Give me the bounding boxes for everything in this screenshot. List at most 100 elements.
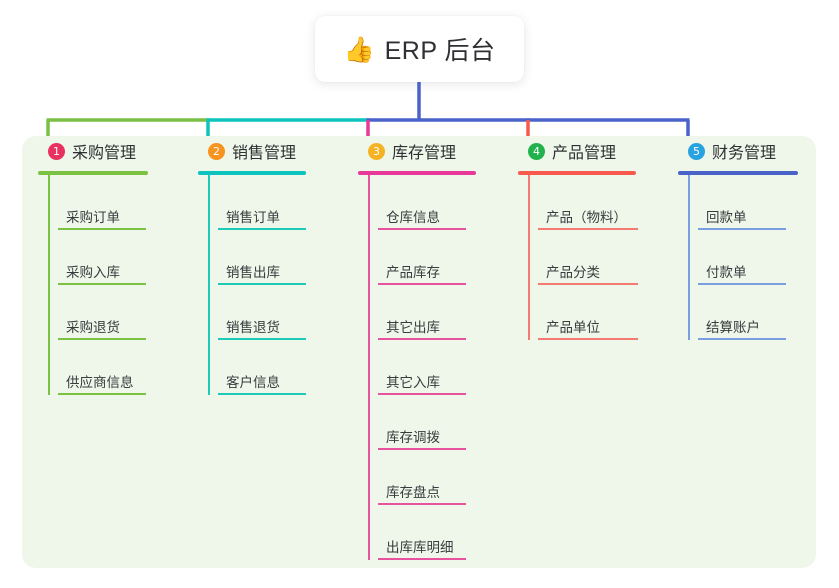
- branch-stem-1: [48, 175, 50, 395]
- branch-items-1: 采购订单采购入库采购退货供应商信息: [38, 175, 156, 395]
- branch-items-2: 销售订单销售出库销售退货客户信息: [198, 175, 316, 395]
- branch-item-underline: [58, 283, 146, 285]
- branch-item[interactable]: 库存盘点: [368, 450, 478, 505]
- branch-item-label: 出库库明细: [386, 540, 454, 555]
- branch-badge-1: 1: [48, 142, 65, 160]
- branch-item-underline: [378, 228, 466, 230]
- branch-item[interactable]: 仓库信息: [368, 175, 478, 230]
- branch-item[interactable]: 产品单位: [528, 285, 646, 340]
- branch-column-5: 5 财务管理回款单付款单结算账户: [678, 136, 798, 340]
- branch-rule-2: [198, 171, 306, 175]
- branch-item-label: 供应商信息: [66, 375, 134, 390]
- branch-item-label: 客户信息: [226, 375, 280, 390]
- branch-item-label: 产品库存: [386, 265, 440, 280]
- branch-item-underline: [538, 283, 638, 285]
- branch-stem-2: [208, 175, 210, 395]
- branch-item[interactable]: 回款单: [688, 175, 790, 230]
- branch-item-label: 仓库信息: [386, 210, 440, 225]
- branch-item-underline: [218, 393, 306, 395]
- branch-item-underline: [378, 283, 466, 285]
- branch-item-underline: [218, 338, 306, 340]
- branch-item[interactable]: 付款单: [688, 230, 790, 285]
- branch-item-label: 销售出库: [226, 265, 280, 280]
- branch-title-5: 财务管理: [712, 145, 777, 162]
- branch-badge-2: 2: [208, 142, 225, 160]
- branch-stem-4: [528, 175, 530, 340]
- branch-item-underline: [538, 338, 638, 340]
- branch-item[interactable]: 库存调拨: [368, 395, 478, 450]
- branch-item-underline: [378, 448, 466, 450]
- branch-header-5[interactable]: 5 财务管理: [678, 136, 790, 166]
- branch-column-2: 2 销售管理销售订单销售出库销售退货客户信息: [198, 136, 316, 395]
- branch-rule-3: [358, 171, 476, 175]
- branch-item[interactable]: 出库库明细: [368, 505, 478, 560]
- branch-rule-1: [38, 171, 148, 175]
- branch-item[interactable]: 采购入库: [48, 230, 156, 285]
- thumbs-up-icon: 👍: [343, 35, 375, 64]
- branch-item-underline: [378, 393, 466, 395]
- branch-item[interactable]: 销售退货: [208, 285, 316, 340]
- branch-item-underline: [58, 228, 146, 230]
- branch-item-underline: [378, 558, 466, 560]
- branch-item[interactable]: 产品分类: [528, 230, 646, 285]
- branch-stem-3: [368, 175, 370, 560]
- branch-item-label: 产品分类: [546, 265, 600, 280]
- branch-item-underline: [58, 393, 146, 395]
- branch-item-label: 产品（物料）: [546, 210, 627, 225]
- branch-title-3: 库存管理: [392, 145, 457, 162]
- branch-item[interactable]: 采购退货: [48, 285, 156, 340]
- branch-item[interactable]: 采购订单: [48, 175, 156, 230]
- branch-item-label: 其它出库: [386, 320, 440, 335]
- branch-badge-3: 3: [368, 142, 385, 160]
- branch-item[interactable]: 销售订单: [208, 175, 316, 230]
- branch-item-label: 其它入库: [386, 375, 440, 390]
- branch-item[interactable]: 产品库存: [368, 230, 478, 285]
- branch-item[interactable]: 产品（物料）: [528, 175, 646, 230]
- branch-item-label: 采购入库: [66, 265, 120, 280]
- branch-item-label: 库存盘点: [386, 485, 440, 500]
- branches-panel: [22, 136, 816, 568]
- branch-item-underline: [538, 228, 638, 230]
- branch-rule-5: [678, 171, 798, 175]
- branch-item-underline: [698, 228, 786, 230]
- branch-items-4: 产品（物料） 产品分类产品单位: [518, 175, 646, 340]
- branch-item-label: 回款单: [706, 210, 747, 225]
- branch-item[interactable]: 结算账户: [688, 285, 790, 340]
- branch-item-underline: [218, 283, 306, 285]
- branch-item-underline: [218, 228, 306, 230]
- branch-item-label: 销售订单: [226, 210, 280, 225]
- branch-item[interactable]: 销售出库: [208, 230, 316, 285]
- branch-item-label: 结算账户: [706, 320, 760, 335]
- branch-item-underline: [378, 503, 466, 505]
- branch-item-label: 产品单位: [546, 320, 600, 335]
- branch-item-label: 付款单: [706, 265, 747, 280]
- branch-header-3[interactable]: 3 库存管理: [358, 136, 478, 166]
- branch-header-2[interactable]: 2 销售管理: [198, 136, 316, 166]
- branch-title-4: 产品管理: [552, 145, 617, 162]
- root-node[interactable]: 👍 ERP 后台: [315, 16, 524, 82]
- branch-stem-5: [688, 175, 690, 340]
- branch-item[interactable]: 供应商信息: [48, 340, 156, 395]
- branch-items-5: 回款单付款单结算账户: [678, 175, 790, 340]
- branch-column-3: 3 库存管理仓库信息产品库存其它出库其它入库库存调拨库存盘点出库库明细: [358, 136, 478, 560]
- branch-rule-4: [518, 171, 636, 175]
- branch-item-label: 采购订单: [66, 210, 120, 225]
- branch-item-underline: [698, 283, 786, 285]
- branch-item[interactable]: 客户信息: [208, 340, 316, 395]
- branch-item[interactable]: 其它入库: [368, 340, 478, 395]
- branch-item-underline: [58, 338, 146, 340]
- branch-item-label: 库存调拨: [386, 430, 440, 445]
- branch-badge-5: 5: [688, 142, 705, 160]
- branch-item[interactable]: 其它出库: [368, 285, 478, 340]
- root-title: ERP 后台: [384, 37, 496, 65]
- branch-item-underline: [698, 338, 786, 340]
- branch-items-3: 仓库信息产品库存其它出库其它入库库存调拨库存盘点出库库明细: [358, 175, 478, 560]
- branch-item-label: 采购退货: [66, 320, 120, 335]
- branch-title-2: 销售管理: [232, 145, 297, 162]
